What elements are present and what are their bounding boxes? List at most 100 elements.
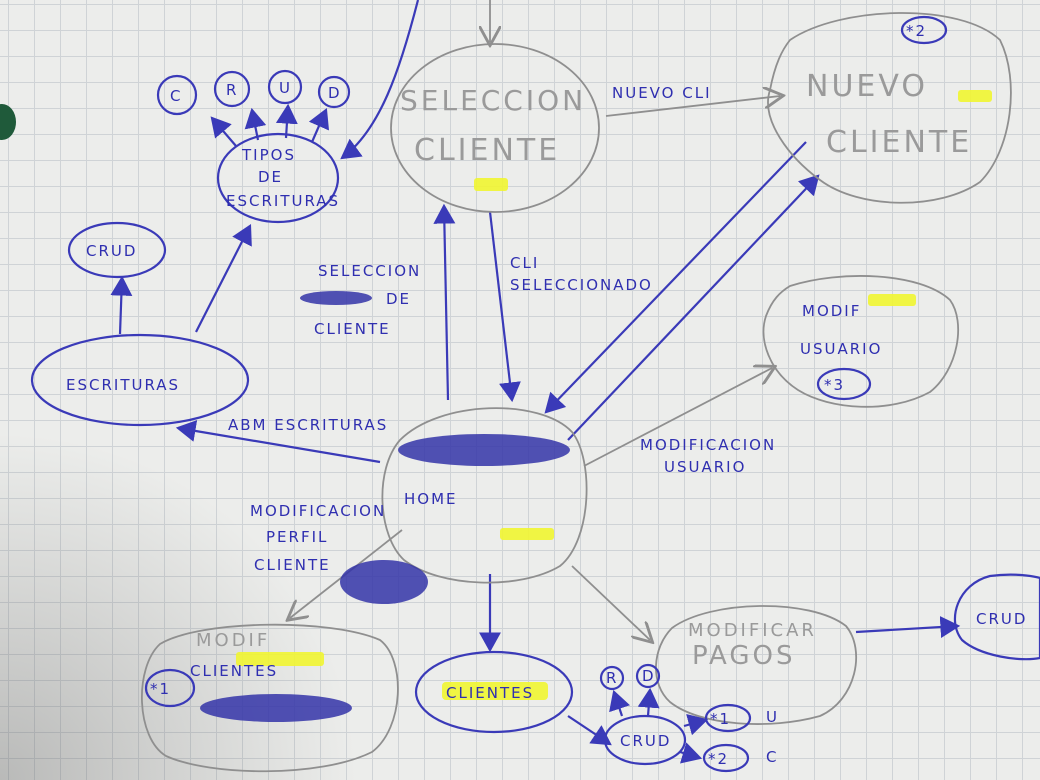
escrituras-label: ESCRITURAS <box>66 376 180 394</box>
edge-nuevo-to-home <box>544 141 807 414</box>
crud-u-label: U <box>279 79 292 97</box>
marker-circle-2 <box>900 15 948 45</box>
edge-escrituras-to-crud <box>110 275 133 335</box>
highlight-seleccion <box>474 178 508 191</box>
edge-home-to-modif-usuario <box>583 368 772 467</box>
edge-label-modificacion-perfil: MODIFICACION <box>250 502 386 520</box>
edge-tipos-to-u <box>275 103 298 139</box>
edge-label-de: DE <box>386 290 411 308</box>
crud-top-label: CRUD <box>86 242 137 260</box>
edge-seleccion-to-home <box>488 211 521 403</box>
highlight-modif-usuario <box>868 294 916 306</box>
highlight-clientes <box>442 682 548 700</box>
edge-tipos-to-d <box>308 107 330 143</box>
crud-d-label: D <box>328 84 342 102</box>
edge-tipos-to-r <box>244 107 267 141</box>
scribble-out-cliente <box>200 694 352 722</box>
edge-home-to-nuevo <box>567 174 820 441</box>
crud-bottom-r-circle <box>599 665 625 691</box>
edge-crud-to-marker2 <box>679 742 703 764</box>
edge-abm-escrituras <box>175 420 381 464</box>
crud-bottom-marker2-circle <box>702 743 750 773</box>
node-crud-right <box>953 573 1040 661</box>
nuevo-cliente-label: CLIENTE <box>826 125 972 160</box>
crud-bottom-d-label: D <box>642 667 656 685</box>
edge-label-abm-escrituras: ABM ESCRITURAS <box>228 416 388 434</box>
highlight-nuevo <box>958 90 992 102</box>
binder-hole <box>0 104 16 140</box>
edge-label-perfil: PERFIL <box>266 528 328 546</box>
cliente-label: CLIENTE <box>414 133 560 168</box>
seleccion-label: SELECCION <box>400 84 586 117</box>
crud-bottom-c-label: C <box>766 748 778 766</box>
clientes-label: CLIENTES <box>446 684 534 702</box>
edge-home-to-pagos <box>571 565 650 640</box>
crud-c-circle <box>156 74 198 116</box>
de-label: DE <box>258 168 283 186</box>
crud-bottom-marker1-circle <box>704 703 752 733</box>
node-modif-cliente <box>141 623 399 773</box>
marker-1-label: *1 <box>150 680 171 698</box>
highlight-modif-cliente <box>236 652 324 666</box>
nuevo-label: NUEVO <box>806 69 928 104</box>
node-nuevo-cliente <box>767 12 1012 204</box>
crud-u-circle <box>267 69 303 105</box>
home-label: HOME <box>404 490 458 508</box>
edge-nuevo-cli <box>605 96 780 117</box>
crud-c-label: C <box>170 87 182 105</box>
node-crud-bottom <box>603 714 687 766</box>
edge-crud-to-r <box>609 689 631 717</box>
edge-label-perfil-cliente: CLIENTE <box>254 556 331 574</box>
crud-bottom-marker1-label: *1 <box>710 710 731 728</box>
edge-label-seleccionado: SELECCIONADO <box>510 276 653 294</box>
node-seleccion-cliente <box>390 43 600 213</box>
marker-3-label: *3 <box>824 376 845 394</box>
node-crud-top <box>67 221 167 279</box>
node-modif-usuario <box>762 275 960 408</box>
crud-bottom-u-label: U <box>766 708 779 726</box>
edge-clientes-to-crud <box>567 715 612 746</box>
edge-escrituras-to-tipos <box>195 224 252 333</box>
escrituras-small-label: ESCRITURAS <box>226 192 340 210</box>
edge-label-cli: CLI <box>510 254 539 272</box>
edge-home-to-seleccion <box>433 203 456 401</box>
scribble-out <box>300 291 372 305</box>
node-escrituras <box>30 333 250 427</box>
highlight-home <box>500 528 554 540</box>
crud-bottom-r-label: R <box>606 669 618 687</box>
node-home <box>381 407 588 584</box>
edge-tipos-to-c <box>210 116 237 147</box>
edge-to-tipos-escrituras <box>340 0 420 160</box>
edge-label-seleccion: SELECCION <box>318 262 421 280</box>
modificar-label: MODIFICAR <box>688 620 817 641</box>
scribble-out-perfil <box>340 560 428 604</box>
edge-label-modificacion: MODIFICACION <box>640 436 776 454</box>
edge-label-nuevo-cli: NUEVO CLI <box>612 84 712 102</box>
clientes-big-label: CLIENTES <box>190 662 278 680</box>
scribble-out-home <box>398 434 570 466</box>
node-clientes <box>414 650 574 734</box>
tipos-label: TIPOS <box>241 146 296 164</box>
marker-circle-1 <box>144 668 196 708</box>
crud-d-circle <box>317 75 351 109</box>
marker-2-label: *2 <box>906 22 927 40</box>
crud-bottom-label: CRUD <box>620 732 671 750</box>
edge-crud-to-marker1 <box>683 714 709 736</box>
crud-r-label: R <box>226 81 238 99</box>
marker-circle-3 <box>816 367 872 401</box>
crud-r-circle <box>213 70 251 108</box>
edge-label-usuario: USUARIO <box>664 458 746 476</box>
modif-label: MODIF <box>802 302 861 320</box>
crud-bottom-marker2-label: *2 <box>708 750 729 768</box>
node-modificar-pagos <box>655 605 858 725</box>
node-tipos-de-escrituras <box>216 132 340 224</box>
crud-bottom-d-circle <box>635 663 661 689</box>
edge-label-cliente: CLIENTE <box>314 320 391 338</box>
modif-cliente-label: MODIF <box>196 630 270 651</box>
pagos-label: PAGOS <box>692 641 795 671</box>
usuario-label: USUARIO <box>800 340 882 358</box>
crud-right-label: CRUD <box>976 610 1027 628</box>
edge-pagos-to-crud <box>855 616 961 639</box>
edge-crud-to-d <box>637 687 660 717</box>
